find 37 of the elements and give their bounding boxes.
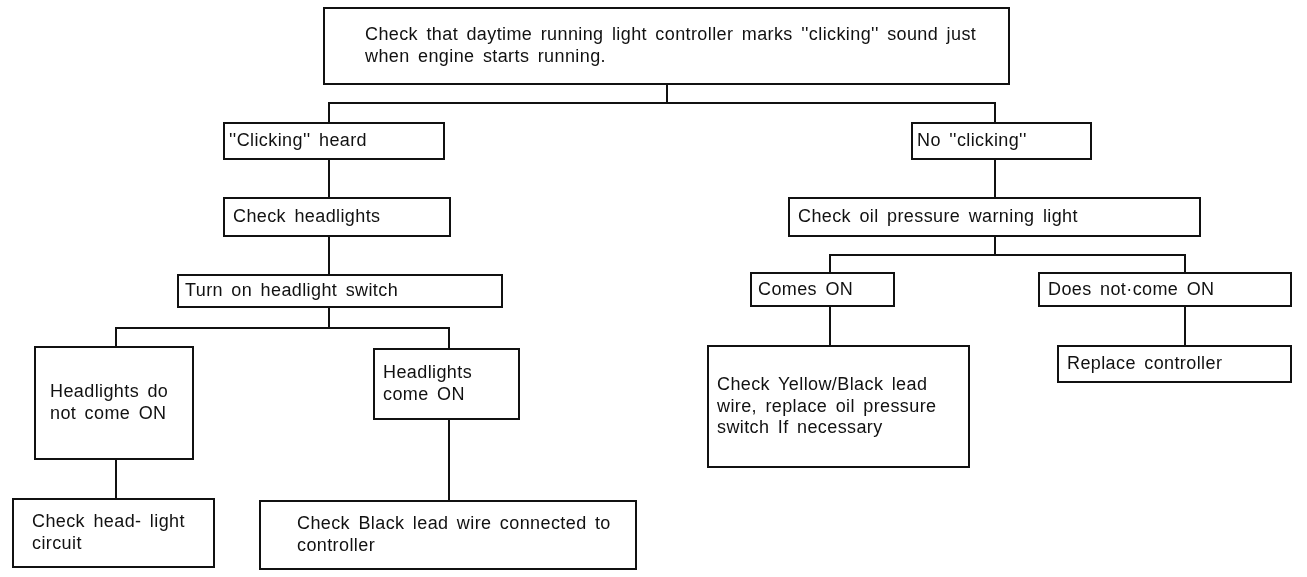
connector-line bbox=[994, 159, 996, 198]
box-text: Does not·come ON bbox=[1048, 278, 1215, 301]
box-text: Comes ON bbox=[758, 278, 854, 301]
process-box bbox=[1038, 272, 1292, 307]
connector-line bbox=[115, 459, 117, 499]
process-box bbox=[177, 274, 503, 308]
box-text: Headlights come ON bbox=[383, 362, 474, 406]
connector-line bbox=[994, 236, 1186, 273]
process-box bbox=[373, 348, 520, 420]
connector-line bbox=[1184, 306, 1186, 346]
process-box bbox=[1057, 345, 1292, 383]
process-box bbox=[223, 197, 451, 237]
process-box bbox=[788, 197, 1201, 237]
connector-line bbox=[829, 306, 831, 346]
box-text: ''Clicking'' heard bbox=[229, 130, 367, 152]
connector-line bbox=[448, 419, 450, 501]
box-text: Turn on headlight switch bbox=[185, 280, 399, 302]
connector-line bbox=[666, 84, 996, 123]
box-text: Check oil pressure warning light bbox=[798, 206, 1078, 228]
box-text: Check Yellow/Black lead wire, replace oil pressure switch If necessary bbox=[717, 374, 938, 439]
connector-line bbox=[328, 236, 330, 275]
process-box bbox=[323, 7, 1010, 85]
process-box bbox=[12, 498, 215, 568]
process-box bbox=[750, 272, 895, 307]
box-text: Headlights do not come ON bbox=[50, 381, 170, 425]
box-text: No ''clicking'' bbox=[917, 130, 1027, 152]
box-text: Check that daytime running light controller marks ''clicking'' sound just when engine starts running. bbox=[365, 24, 978, 68]
box-text: Check headlights bbox=[233, 206, 381, 228]
connector-line bbox=[328, 159, 330, 198]
box-text: Check Black lead wire connected to controller bbox=[297, 513, 612, 557]
process-box bbox=[911, 122, 1092, 160]
process-box bbox=[223, 122, 445, 160]
process-box bbox=[34, 346, 194, 460]
box-text: Replace controller bbox=[1067, 353, 1223, 375]
process-box bbox=[707, 345, 970, 468]
process-box bbox=[259, 500, 637, 570]
box-text: Check head- light circuit bbox=[32, 511, 186, 555]
